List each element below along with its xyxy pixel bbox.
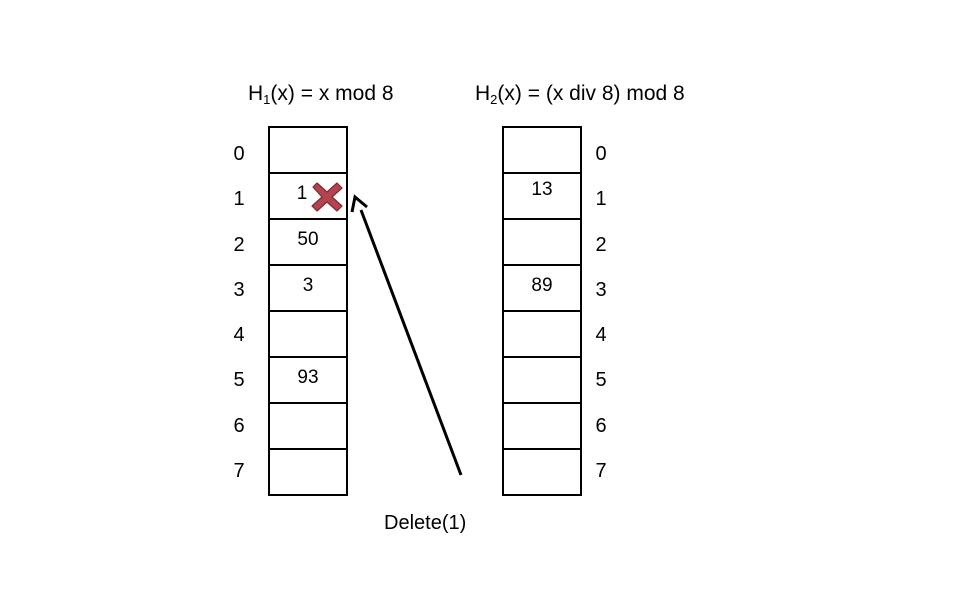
- h1-slot-0: [270, 128, 346, 174]
- index-label: 7: [595, 460, 607, 483]
- h2-title-base: H: [475, 82, 491, 105]
- delete-operation-label: Delete(1): [384, 512, 467, 534]
- cross-mark-icon: [311, 182, 343, 212]
- arrow-icon: [350, 194, 463, 476]
- h1-title-base: H: [248, 82, 264, 105]
- index-label: 1: [233, 188, 245, 211]
- left-index-column: 0 1 2 3 4 5 6 7: [224, 126, 254, 488]
- index-label: 5: [233, 369, 245, 392]
- h2-title-formula: (x) = (x div 8) mod 8: [497, 82, 685, 105]
- h2-slot-3-value: 89: [531, 275, 553, 296]
- delete-cross-shape: [311, 182, 343, 212]
- h1-slot-1-value: 1: [296, 183, 308, 204]
- right-index-column: 0 1 2 3 4 5 6 7: [586, 126, 616, 488]
- h1-slot-1: 1: [270, 174, 346, 220]
- h1-title-formula: (x) = x mod 8: [270, 82, 394, 105]
- index-label: 5: [595, 369, 607, 392]
- index-label: 2: [233, 233, 245, 256]
- index-label: 2: [595, 233, 607, 256]
- h1-hash-table: 1 50 3 93: [268, 126, 348, 496]
- h1-slot-4: [270, 312, 346, 358]
- h2-slot-6: [504, 404, 580, 450]
- h2-slot-3: 89: [504, 266, 580, 312]
- h2-title: H2(x) = (x div 8) mod 8: [475, 80, 685, 108]
- h1-slot-3: 3: [270, 266, 346, 312]
- h2-slot-7: [504, 450, 580, 496]
- h1-slot-3-value: 3: [302, 275, 314, 296]
- index-label: 0: [595, 143, 607, 165]
- h1-slot-5-value: 93: [297, 367, 319, 388]
- h2-slot-1-value: 13: [531, 179, 553, 200]
- h1-slot-5: 93: [270, 358, 346, 404]
- h2-slot-1: 13: [504, 174, 580, 220]
- h1-slot-6: [270, 404, 346, 450]
- h1-slot-2: 50: [270, 220, 346, 266]
- index-label: 4: [233, 324, 245, 347]
- arrow-head: [350, 194, 368, 213]
- h1-title-subscript: 1: [263, 92, 271, 107]
- index-label: 3: [595, 278, 607, 301]
- index-label: 7: [233, 460, 245, 483]
- h2-slot-4: [504, 312, 580, 358]
- h1-title: H1(x) = x mod 8: [248, 80, 394, 108]
- index-label: 6: [595, 414, 607, 437]
- h1-slot-7: [270, 450, 346, 496]
- index-label: 0: [233, 143, 245, 165]
- index-label: 1: [595, 188, 607, 211]
- index-label: 6: [233, 414, 245, 437]
- h2-slot-0: [504, 128, 580, 174]
- h2-hash-table: 13 89: [502, 126, 582, 496]
- arrow-shaft: [359, 209, 463, 476]
- index-label: 4: [595, 324, 607, 347]
- h2-slot-2: [504, 220, 580, 266]
- index-label: 3: [233, 278, 245, 301]
- h2-title-subscript: 2: [490, 92, 498, 107]
- h2-slot-5: [504, 358, 580, 404]
- h1-slot-2-value: 50: [297, 229, 319, 250]
